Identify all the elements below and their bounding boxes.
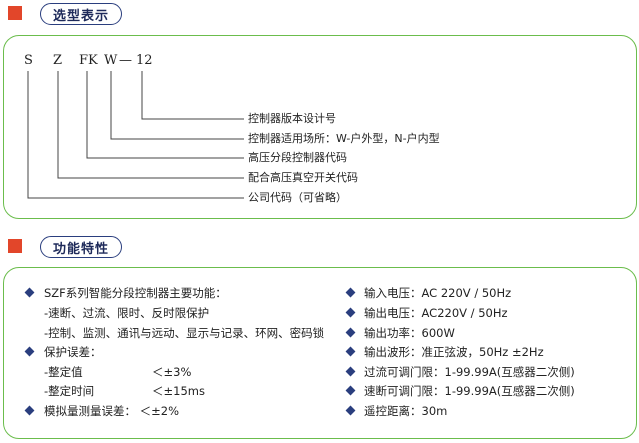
connector-company <box>27 71 244 199</box>
connector-location <box>110 71 244 140</box>
section-title-selection: 选型表示 <box>40 3 122 25</box>
feature-setting-value: ＜±3% <box>152 365 192 379</box>
connector-version <box>141 71 244 120</box>
label-location: 控制器适用场所：W-户外型，N-户内型 <box>248 132 440 145</box>
section-marker <box>8 239 22 253</box>
label-vacuum-code: 配合高压真空开关代码 <box>248 171 358 184</box>
feature-output-waveform: 输出波形：准正弦波，50Hz ±2Hz <box>364 345 544 359</box>
feature-setting-time: ＜±15ms <box>152 384 205 398</box>
code-12: 12 <box>136 53 153 68</box>
feature-setting-value-label: -整定值 <box>44 365 83 379</box>
section-title-features: 功能特性 <box>40 236 122 258</box>
feature-setting-time-label: -整定时间 <box>44 384 95 398</box>
selection-panel <box>3 35 637 219</box>
code-z: Z <box>53 53 63 68</box>
feature-output-voltage: 输出电压：AC220V / 50Hz <box>364 306 508 320</box>
feature-overcurrent-threshold: 过流可调门限：1-99.99A(互感器二次侧) <box>364 365 575 379</box>
code-s: S <box>24 53 33 68</box>
connector-vacuum <box>57 71 244 179</box>
feature-func-line1: -速断、过流、限时、反时限保护 <box>44 306 210 320</box>
code-w: W <box>104 53 118 68</box>
features-panel <box>3 267 637 439</box>
feature-quickbreak-threshold: 速断可调门限：1-99.99A(互感器二次侧) <box>364 384 575 398</box>
feature-func-line2: -控制、监测、通讯与远动、显示与记录、环网、密码锁 <box>44 326 325 340</box>
connector-controller <box>86 71 244 159</box>
feature-main-title: SZF系列智能分段控制器主要功能： <box>44 286 227 300</box>
feature-protect-title: 保护误差： <box>44 345 102 359</box>
feature-output-power: 输出功率：600W <box>364 326 455 340</box>
code-fk: FK <box>79 53 98 68</box>
feature-analog-error: 模拟量测量误差： ＜±2% <box>44 404 180 418</box>
feature-remote-distance: 遥控距离：30m <box>364 404 448 418</box>
section-marker <box>8 6 22 20</box>
label-controller-code: 高压分段控制器代码 <box>248 151 347 164</box>
code-dash: — <box>119 53 132 68</box>
label-version: 控制器版本设计号 <box>248 112 336 125</box>
feature-input-voltage: 输入电压：AC 220V / 50Hz <box>364 286 512 300</box>
label-company-code: 公司代码（可省略） <box>248 191 347 204</box>
